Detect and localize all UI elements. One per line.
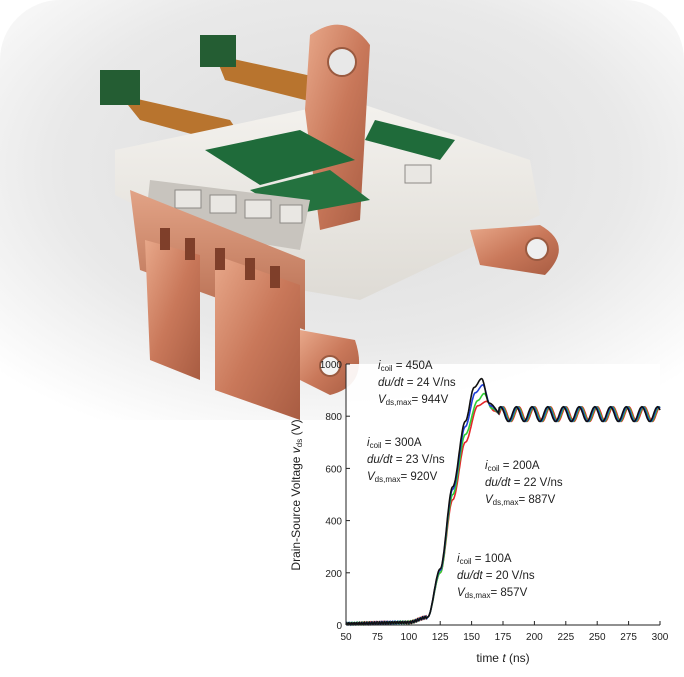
x-tick-label: 50 (340, 632, 352, 643)
x-tick-label: 250 (589, 632, 606, 643)
y-tick-layer: 0 200 400 600 800 1000 (320, 360, 350, 632)
copper-leg (215, 255, 300, 420)
y-tick-label: 600 (325, 464, 342, 475)
terminal-hole (525, 237, 549, 261)
x-tick-label: 100 (400, 632, 417, 643)
x-tick-label: 125 (432, 632, 449, 643)
x-tick-label: 150 (463, 632, 480, 643)
copper-slots (160, 228, 280, 288)
gate-driver-pcb (365, 120, 455, 160)
svg-text:Vds,max= 920V: Vds,max= 920V (367, 471, 438, 484)
x-tick-label: 200 (526, 632, 543, 643)
terminal-hole (319, 355, 341, 377)
x-tick-label: 300 (652, 632, 669, 643)
annotation-450a: icoil = 450A du/dt = 24 V/ns Vds,max= 94… (378, 360, 456, 407)
svg-text:icoil = 100A: icoil = 100A (457, 553, 512, 566)
svg-text:du/dt = 20 V/ns: du/dt = 20 V/ns (457, 570, 535, 582)
svg-text:Vds,max= 857V: Vds,max= 857V (457, 587, 528, 600)
x-tick-label: 75 (372, 632, 384, 643)
series-line-3 (345, 377, 661, 626)
y-axis-title: Drain-Source Voltage vds (V) (289, 419, 304, 570)
x-tick-label: 225 (557, 632, 574, 643)
y-tick-label: 400 (325, 517, 342, 528)
x-tick-label: 275 (620, 632, 637, 643)
connector-board (200, 35, 236, 67)
annotation-300a: icoil = 300A du/dt = 23 V/ns Vds,max= 92… (367, 437, 445, 484)
y-tick-label: 0 (336, 621, 342, 632)
series-layer (345, 377, 661, 627)
svg-text:du/dt = 22 V/ns: du/dt = 22 V/ns (485, 477, 563, 489)
svg-text:Vds,max= 944V: Vds,max= 944V (378, 394, 449, 407)
copper-leg (145, 240, 200, 380)
y-tick-label: 800 (325, 412, 342, 423)
annotation-200a: icoil = 200A du/dt = 22 V/ns Vds,max= 88… (485, 460, 563, 507)
svg-text:du/dt = 24 V/ns: du/dt = 24 V/ns (378, 377, 456, 389)
y-tick-label: 200 (325, 569, 342, 580)
annotation-100a: icoil = 100A du/dt = 20 V/ns Vds,max= 85… (457, 553, 535, 600)
gate-driver-pcb (205, 130, 355, 185)
y-tick-label: 1000 (320, 360, 343, 371)
connector-board (100, 70, 140, 105)
svg-text:Vds,max= 887V: Vds,max= 887V (485, 494, 556, 507)
busbar-hole (327, 47, 357, 77)
svg-text:icoil = 450A: icoil = 450A (378, 360, 433, 373)
svg-text:icoil = 200A: icoil = 200A (485, 460, 540, 473)
x-axis-title: time t (ns) (476, 651, 529, 665)
svg-text:icoil = 300A: icoil = 300A (367, 437, 422, 450)
chip-packages (174, 164, 432, 224)
x-tick-label: 175 (495, 632, 512, 643)
x-tick-layer: 50 75 100 125 150 175 200 225 250 275 300 (340, 621, 669, 643)
svg-text:du/dt = 23 V/ns: du/dt = 23 V/ns (367, 454, 445, 466)
